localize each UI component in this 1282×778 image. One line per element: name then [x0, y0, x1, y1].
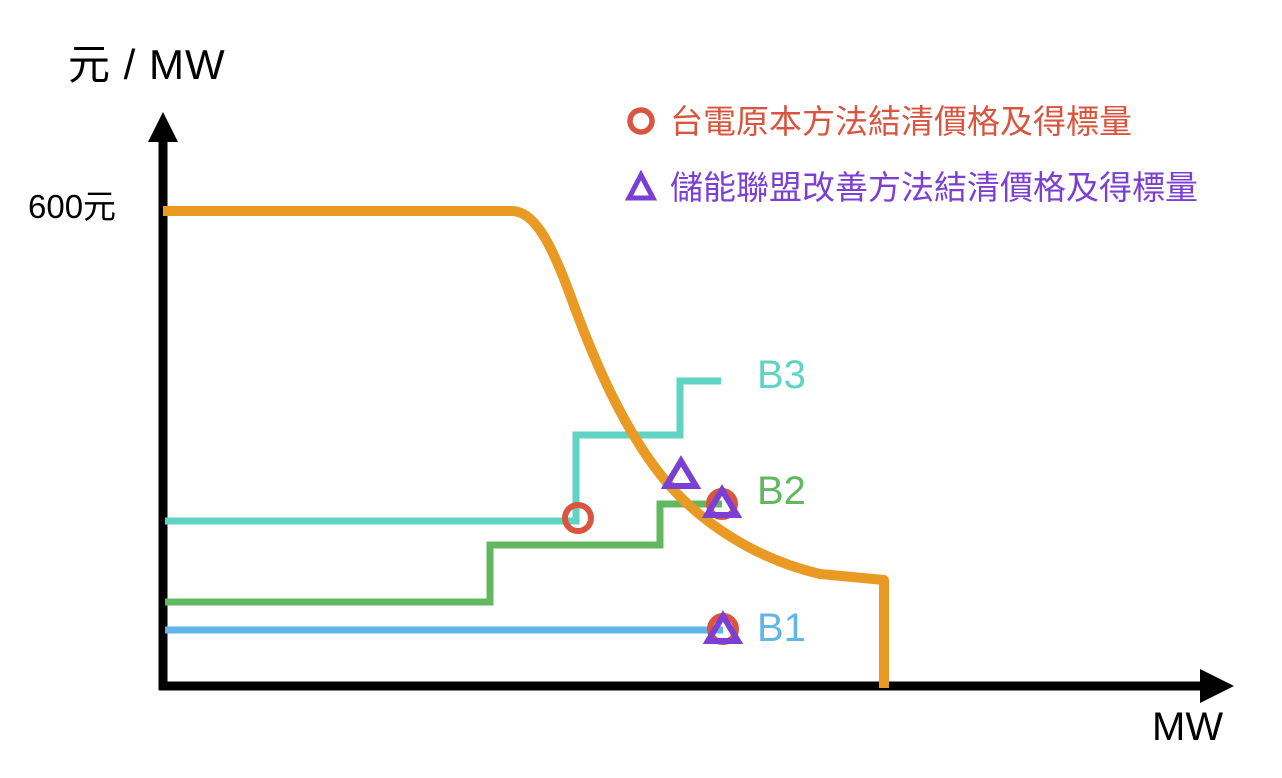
axes-group	[148, 112, 1234, 703]
chart-legend: 台電原本方法結清價格及得標量 儲能聯盟改善方法結清價格及得標量	[624, 98, 1274, 230]
y-axis-arrowhead	[148, 112, 178, 142]
series-label-b1: B1	[757, 606, 806, 650]
y-axis-tick-label-600: 600元	[28, 188, 117, 225]
x-axis-title: MW	[1152, 705, 1224, 749]
legend-item-original-method: 台電原本方法結清價格及得標量	[624, 98, 1274, 144]
triangle-marker-icon	[624, 170, 658, 201]
series-label-b2: B2	[757, 469, 806, 513]
y-axis-title: 元 / MW	[68, 41, 226, 88]
legend-item-improved-method: 儲能聯盟改善方法結清價格及得標量	[624, 164, 1274, 210]
clearing-markers	[562, 455, 744, 645]
improved-clearing-marker-b2	[701, 484, 743, 518]
improved-clearing-marker-b1	[702, 610, 744, 644]
circle-marker-icon	[627, 107, 655, 135]
legend-label-improved-method: 儲能聯盟改善方法結清價格及得標量	[670, 168, 1198, 206]
demand-curve	[163, 206, 889, 688]
legend-label-original-method: 台電原本方法結清價格及得標量	[670, 102, 1132, 140]
series-b2-line	[165, 500, 722, 606]
improved-clearing-marker-upper	[660, 455, 702, 489]
original-clearing-marker-b3	[562, 502, 594, 534]
series-label-b3: B3	[757, 353, 806, 397]
x-axis-arrowhead	[1200, 669, 1234, 703]
